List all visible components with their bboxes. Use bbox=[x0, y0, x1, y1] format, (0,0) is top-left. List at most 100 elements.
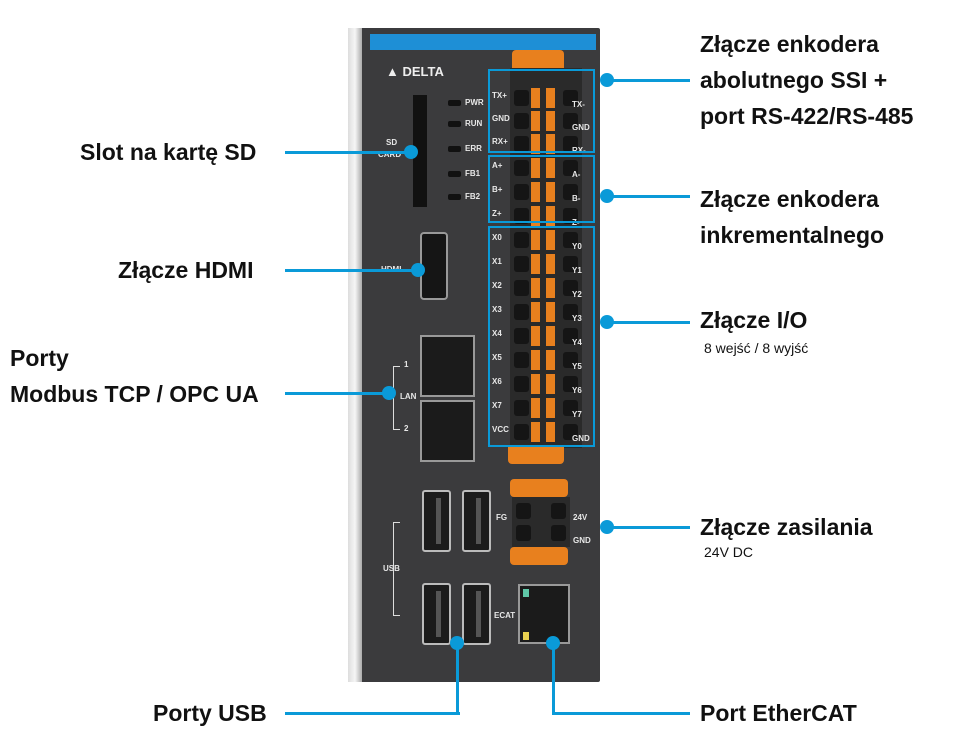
terminal-release[interactable] bbox=[546, 254, 555, 274]
terminal-release[interactable] bbox=[546, 278, 555, 298]
power-socket[interactable] bbox=[551, 503, 566, 519]
terminal-socket[interactable] bbox=[514, 208, 529, 224]
power-lever-top[interactable] bbox=[510, 479, 568, 497]
dot-usb bbox=[450, 636, 464, 650]
terminal-lever-bottom[interactable] bbox=[508, 446, 564, 464]
terminal-right-label: RX- bbox=[572, 146, 586, 155]
terminal-socket[interactable] bbox=[514, 424, 529, 440]
terminal-right-label: Y7 bbox=[572, 410, 582, 419]
led-label: RUN bbox=[465, 119, 483, 128]
terminal-socket[interactable] bbox=[563, 136, 578, 152]
terminal-release[interactable] bbox=[531, 254, 540, 274]
lan-bracket bbox=[393, 366, 400, 430]
sd-card-slot[interactable] bbox=[413, 95, 427, 207]
power-socket[interactable] bbox=[516, 525, 531, 541]
ssi-highlight-box bbox=[488, 69, 595, 153]
terminal-lever-top[interactable] bbox=[512, 50, 564, 70]
terminal-release[interactable] bbox=[531, 158, 540, 178]
terminal-release[interactable] bbox=[531, 374, 540, 394]
terminal-socket[interactable] bbox=[514, 136, 529, 152]
terminal-socket[interactable] bbox=[563, 328, 578, 344]
terminal-socket[interactable] bbox=[514, 184, 529, 200]
terminal-left-label: X1 bbox=[492, 257, 502, 266]
usb-port-1[interactable] bbox=[422, 490, 451, 552]
terminal-socket[interactable] bbox=[563, 208, 578, 224]
usb-port-2[interactable] bbox=[462, 490, 491, 552]
leader-ethercat-h bbox=[552, 712, 690, 715]
usb-port-4[interactable] bbox=[462, 583, 491, 645]
terminal-socket[interactable] bbox=[563, 424, 578, 440]
terminal-release[interactable] bbox=[546, 326, 555, 346]
terminal-socket[interactable] bbox=[514, 232, 529, 248]
terminal-socket[interactable] bbox=[514, 113, 529, 129]
terminal-release[interactable] bbox=[546, 398, 555, 418]
lan-port-2[interactable] bbox=[420, 400, 475, 462]
terminal-release[interactable] bbox=[546, 422, 555, 442]
terminal-socket[interactable] bbox=[563, 113, 578, 129]
terminal-release[interactable] bbox=[546, 206, 555, 226]
dot-io bbox=[600, 315, 614, 329]
terminal-socket[interactable] bbox=[563, 256, 578, 272]
terminal-socket[interactable] bbox=[514, 352, 529, 368]
terminal-right-label: Y3 bbox=[572, 314, 582, 323]
leader-ssi bbox=[607, 79, 690, 82]
terminal-socket[interactable] bbox=[514, 376, 529, 392]
terminal-socket[interactable] bbox=[563, 376, 578, 392]
terminal-release[interactable] bbox=[546, 374, 555, 394]
terminal-release[interactable] bbox=[546, 88, 555, 108]
led-label: PWR bbox=[465, 98, 484, 107]
terminal-socket[interactable] bbox=[563, 352, 578, 368]
ethercat-port[interactable] bbox=[518, 584, 570, 644]
terminal-socket[interactable] bbox=[514, 160, 529, 176]
dot-power bbox=[600, 520, 614, 534]
terminal-release[interactable] bbox=[546, 134, 555, 154]
terminal-socket[interactable] bbox=[563, 280, 578, 296]
delta-logo: ▲ DELTA bbox=[386, 64, 444, 79]
terminal-release[interactable] bbox=[531, 326, 540, 346]
terminal-release[interactable] bbox=[546, 182, 555, 202]
terminal-socket[interactable] bbox=[514, 328, 529, 344]
io-highlight-box bbox=[488, 226, 595, 447]
terminal-left-label: GND bbox=[492, 114, 510, 123]
terminal-release[interactable] bbox=[546, 111, 555, 131]
terminal-socket[interactable] bbox=[563, 160, 578, 176]
terminal-release[interactable] bbox=[531, 302, 540, 322]
terminal-right-label: B- bbox=[572, 194, 581, 203]
lan-port-1[interactable] bbox=[420, 335, 475, 397]
terminal-socket[interactable] bbox=[514, 400, 529, 416]
terminal-release[interactable] bbox=[531, 182, 540, 202]
din-rail-edge bbox=[348, 28, 362, 682]
terminal-socket[interactable] bbox=[514, 280, 529, 296]
terminal-release[interactable] bbox=[531, 111, 540, 131]
terminal-release[interactable] bbox=[531, 134, 540, 154]
terminal-socket[interactable] bbox=[563, 400, 578, 416]
lan-port-1-label: 1 bbox=[404, 360, 409, 369]
power-socket[interactable] bbox=[551, 525, 566, 541]
terminal-release[interactable] bbox=[531, 350, 540, 370]
terminal-release[interactable] bbox=[531, 398, 540, 418]
power-socket[interactable] bbox=[516, 503, 531, 519]
terminal-release[interactable] bbox=[531, 422, 540, 442]
terminal-release[interactable] bbox=[546, 350, 555, 370]
terminal-right-label: GND bbox=[572, 123, 590, 132]
terminal-release[interactable] bbox=[531, 88, 540, 108]
callout-power-sub: 24V DC bbox=[704, 544, 754, 560]
power-lever-bottom[interactable] bbox=[510, 547, 568, 565]
terminal-release[interactable] bbox=[531, 230, 540, 250]
terminal-socket[interactable] bbox=[563, 232, 578, 248]
terminal-socket[interactable] bbox=[514, 256, 529, 272]
power-gnd-label: GND bbox=[573, 536, 591, 545]
terminal-release[interactable] bbox=[546, 158, 555, 178]
terminal-release[interactable] bbox=[546, 230, 555, 250]
terminal-socket[interactable] bbox=[563, 90, 578, 106]
terminal-release[interactable] bbox=[531, 278, 540, 298]
terminal-release[interactable] bbox=[531, 206, 540, 226]
usb-bracket bbox=[393, 522, 400, 616]
terminal-release[interactable] bbox=[546, 302, 555, 322]
terminal-socket[interactable] bbox=[563, 304, 578, 320]
terminal-socket[interactable] bbox=[514, 90, 529, 106]
usb-port-3[interactable] bbox=[422, 583, 451, 645]
leader-usb-h bbox=[285, 712, 460, 715]
terminal-socket[interactable] bbox=[514, 304, 529, 320]
terminal-socket[interactable] bbox=[563, 184, 578, 200]
